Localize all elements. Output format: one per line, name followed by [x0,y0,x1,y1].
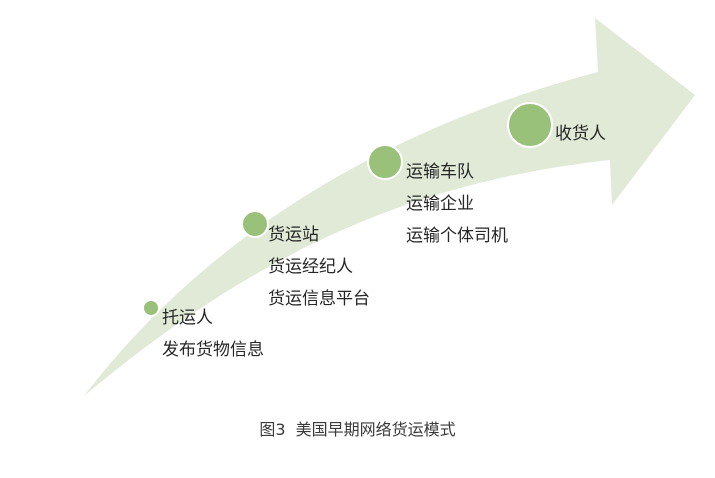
node-freight-station [241,210,269,238]
node-shipper [142,299,160,317]
node-consignee [507,102,553,148]
stage-shipper: 托运人 发布货物信息 [162,302,264,366]
stage-freight-station: 货运站 货运经纪人 货运信息平台 [268,219,370,315]
stage-shipper-title: 托运人 [162,308,213,328]
stage-freight-station-title: 货运站 [268,225,319,245]
stage-shipper-detail: 发布货物信息 [162,340,264,360]
stage-freight-station-detail: 货运信息平台 [268,289,370,309]
figure-number: 图3 [259,420,286,439]
stage-transport-fleet-title: 运输车队 [406,162,474,182]
stage-consignee-title: 收货人 [555,124,606,144]
stage-freight-station-detail: 货运经纪人 [268,257,353,277]
stage-transport-fleet-detail: 运输企业 [406,194,474,214]
stage-consignee: 收货人 [555,118,606,150]
stage-transport-fleet: 运输车队 运输企业 运输个体司机 [406,156,508,252]
node-transport-fleet [367,144,403,180]
figure-caption: 图3 美国早期网络货运模式 [0,416,715,440]
figure-title: 美国早期网络货运模式 [295,420,456,439]
stage-transport-fleet-detail: 运输个体司机 [406,226,508,246]
